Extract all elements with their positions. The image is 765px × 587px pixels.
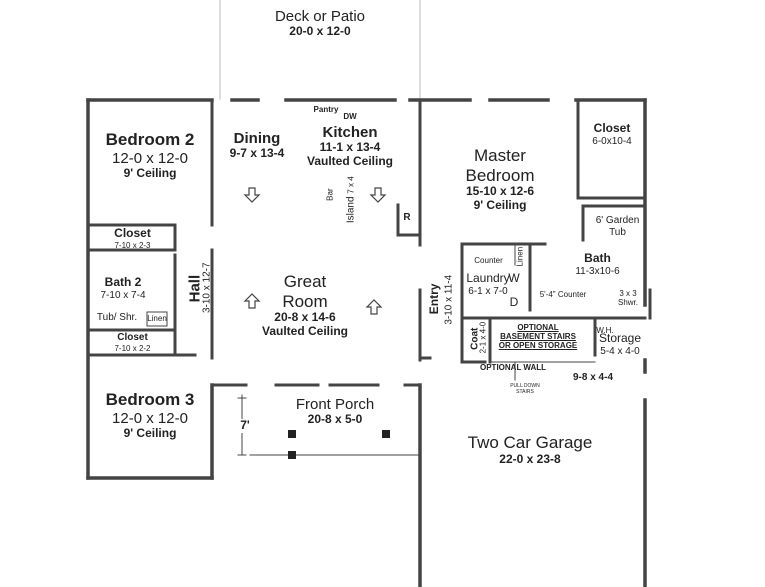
coat-dim: 2-1 x 4-0 xyxy=(478,321,488,354)
bath2-fixture: Tub/ Shr. xyxy=(96,312,138,323)
bar-label: Bar xyxy=(325,188,335,201)
master-label: Master Bedroom 15-10 x 12-6 9' Ceiling xyxy=(440,146,560,213)
bedroom2-name: Bedroom 2 xyxy=(105,130,195,149)
closet2-dim: 7-10 x 2-2 xyxy=(114,343,151,353)
basement-label: OPTIONAL BASEMENT STAIRS OR OPEN STORAGE xyxy=(488,323,588,351)
storage-dim: 5-4 x 4-0 xyxy=(600,345,640,357)
bath2-linen: Linen xyxy=(147,314,167,323)
great-room-note: Vaulted Ceiling xyxy=(261,323,348,338)
hall-dim: 3-10 x 12-7 xyxy=(201,262,213,314)
deck-dim: 20-0 x 12-0 xyxy=(289,24,351,39)
garden-tub-line1: 6' Garden xyxy=(595,215,640,226)
bedroom3-label: Bedroom 3 12-0 x 12-0 9' Ceiling xyxy=(95,390,205,441)
storage-name: Storage xyxy=(598,331,642,345)
master-dim: 15-10 x 12-6 xyxy=(465,184,535,199)
laundry-label: Laundry 6-1 x 7-0 xyxy=(462,271,514,297)
shower-line1: 3 x 3 xyxy=(619,289,637,298)
bedroom2-note: 9' Ceiling xyxy=(123,165,177,180)
porch-name: Front Porch xyxy=(295,396,375,413)
pull-down-stairs: PULL DOWN STAIRS xyxy=(505,383,545,396)
closet1-name: Closet xyxy=(114,226,151,240)
garage-name: Two Car Garage xyxy=(467,433,593,452)
master-name-line2: Bedroom xyxy=(465,165,535,185)
master-bath-dim: 11-3x10-6 xyxy=(575,265,620,277)
bath2-name: Bath 2 xyxy=(104,275,142,289)
kitchen-name: Kitchen xyxy=(322,124,378,141)
dining-name: Dining xyxy=(233,130,281,147)
arrows xyxy=(243,187,387,315)
kitchen-label: Kitchen 11-1 x 13-4 Vaulted Ceiling xyxy=(300,124,400,169)
bedroom3-dim: 12-0 x 12-0 xyxy=(112,409,188,427)
washer-label: W xyxy=(508,271,520,285)
master-closet-dim: 6-0x10-4 xyxy=(592,135,632,147)
deck-label: Deck or Patio 20-0 x 12-0 xyxy=(260,8,380,39)
garage-label: Two Car Garage 22-0 x 23-8 xyxy=(460,433,600,466)
porch-posts xyxy=(288,430,390,459)
master-note: 9' Ceiling xyxy=(473,197,527,212)
master-name-line1: Master xyxy=(474,146,526,165)
closet2-name: Closet xyxy=(117,332,148,343)
deck-name: Deck or Patio xyxy=(274,8,366,25)
garden-tub-label: 6' Garden Tub xyxy=(590,215,645,238)
storage-label: Storage 5-4 x 4-0 xyxy=(596,331,644,357)
shower-line2: Shwr. xyxy=(617,298,638,308)
storage-extra-dim: 9-8 x 4-4 xyxy=(572,372,614,383)
interior-walls xyxy=(86,98,652,387)
island-label: Island 7 x 4 xyxy=(345,175,357,225)
bedroom2-dim: 12-0 x 12-0 xyxy=(112,149,188,167)
kitchen-note: Vaulted Ceiling xyxy=(306,154,393,169)
great-room-dim: 20-8 x 14-6 xyxy=(274,310,336,325)
porch-label: Front Porch 20-8 x 5-0 xyxy=(280,396,390,427)
basement-line2: BASEMENT STAIRS xyxy=(500,332,576,342)
master-bath-shower: 3 x 3 Shwr. xyxy=(612,289,644,307)
basement-wall: OPTIONAL WALL xyxy=(480,363,547,372)
island-name: Island xyxy=(345,196,357,224)
closet1-label: Closet 7-10 x 2-3 xyxy=(95,226,170,250)
bedroom3-name: Bedroom 3 xyxy=(105,390,195,409)
master-closet-label: Closet 6-0x10-4 xyxy=(582,121,642,147)
closet2-label: Closet 7-10 x 2-2 xyxy=(95,332,170,353)
wh-label: W.H. xyxy=(596,326,614,335)
master-bath-label: Bath 11-3x10-6 xyxy=(560,251,635,277)
entry-name: Entry xyxy=(427,283,442,315)
laundry-counter: Counter xyxy=(474,256,503,265)
master-closet-name: Closet xyxy=(593,121,631,135)
dryer-label: D xyxy=(509,295,519,309)
fixtures xyxy=(146,243,596,456)
porch-height: 7' xyxy=(237,418,253,433)
laundry-name: Laundry xyxy=(466,271,510,285)
bath2-dim: 7-10 x 7-4 xyxy=(100,289,146,301)
pantry-label: Pantry xyxy=(313,105,339,114)
bedroom3-note: 9' Ceiling xyxy=(123,425,177,440)
porch-dim: 20-8 x 5-0 xyxy=(307,412,363,427)
dining-dim: 9-7 x 13-4 xyxy=(229,146,285,161)
great-room-label: Great Room 20-8 x 14-6 Vaulted Ceiling xyxy=(255,272,355,339)
stairs-line1: PULL DOWN xyxy=(510,383,540,389)
great-room-name-line2: Room xyxy=(282,291,328,311)
great-room-name-line1: Great xyxy=(283,272,327,291)
garden-tub-line2: Tub xyxy=(609,226,626,238)
closet1-dim: 7-10 x 2-3 xyxy=(114,240,151,250)
basement-line1: OPTIONAL xyxy=(517,323,559,332)
laundry-linen: Linen xyxy=(515,246,525,267)
deck-outline xyxy=(219,0,421,100)
stairs-line2: STAIRS xyxy=(516,388,534,395)
entry-dim: 3-10 x 11-4 xyxy=(443,274,455,325)
garage-dim: 22-0 x 23-8 xyxy=(499,451,561,466)
dw-label: DW xyxy=(343,112,357,121)
island-dim: 7 x 4 xyxy=(346,176,356,194)
master-bath-counter: 5'-4" Counter xyxy=(539,290,587,299)
kitchen-dim: 11-1 x 13-4 xyxy=(319,140,381,155)
laundry-dim: 6-1 x 7-0 xyxy=(468,285,508,297)
bedroom2-label: Bedroom 2 12-0 x 12-0 9' Ceiling xyxy=(95,130,205,181)
basement-line3: OR OPEN STORAGE xyxy=(498,341,578,351)
master-bath-name: Bath xyxy=(584,251,611,265)
bath2-label: Bath 2 7-10 x 7-4 xyxy=(92,275,154,301)
dining-label: Dining 9-7 x 13-4 xyxy=(222,130,292,161)
refrigerator-label: R xyxy=(403,212,411,223)
